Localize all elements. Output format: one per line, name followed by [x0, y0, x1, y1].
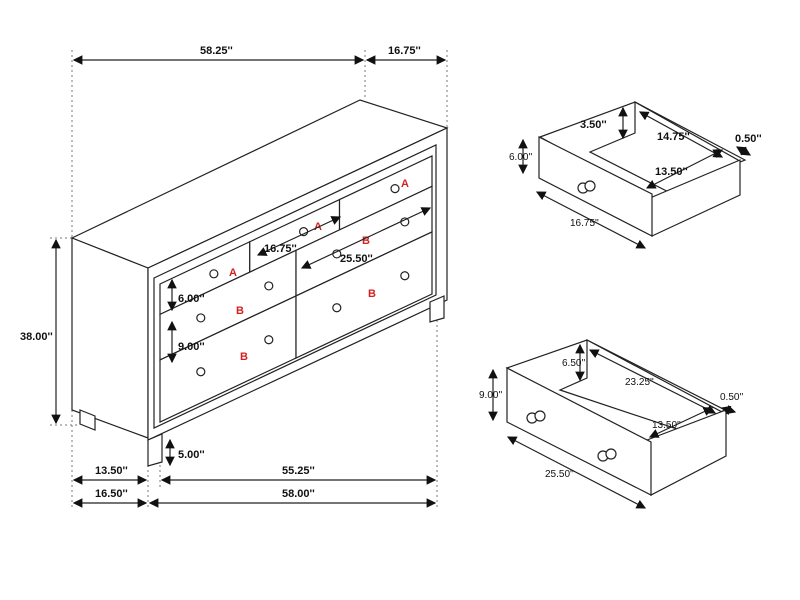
dim-side-inner: 13.50'' [95, 465, 128, 477]
drawer-label: A [229, 267, 237, 279]
drawer-b-front-height: 9.00'' [479, 390, 502, 401]
knob-icon [584, 180, 596, 192]
dim-front-inner: 55.25'' [282, 465, 315, 477]
dim-leg-height: 5.00'' [178, 449, 205, 461]
drawer-a-inner-width: 13.50'' [655, 166, 688, 178]
drawer-label: A [401, 178, 409, 190]
drawer-a-inner-depth: 14.75'' [657, 131, 690, 143]
dim-overall-depth: 16.75'' [388, 45, 421, 57]
leg-front-right [429, 295, 445, 323]
dim-large-drawer-height: 9.00'' [178, 341, 205, 353]
dim-small-drawer-height: 6.00'' [178, 293, 205, 305]
drawer-a-front-width: 16.75'' [570, 218, 599, 229]
leg-front-left [147, 433, 163, 467]
knob-icon [264, 281, 274, 291]
drawer-a-thickness: 0.50'' [735, 133, 762, 145]
drawer-b-detail: 9.00'' 6.50'' 23.25'' 13.50'' 0.50'' 25.… [479, 339, 743, 509]
knob-icon [332, 303, 342, 313]
knob-icon [400, 271, 410, 281]
knob-icon [390, 183, 400, 194]
dresser-body [70, 99, 449, 467]
dim-side-outer: 16.50'' [95, 488, 128, 500]
leg-left-back [79, 409, 96, 431]
knob-icon [196, 313, 206, 323]
dim-small-drawer-width: 16.75'' [264, 243, 297, 255]
dim-overall-height: 38.00'' [20, 331, 53, 343]
drawer-b-front-width: 25.50'' [545, 469, 574, 480]
knob-icon [264, 335, 274, 345]
drawer-a-detail: 6.00'' 3.50'' 14.75'' 13.50'' 0.50'' 16.… [509, 100, 762, 249]
knob-icon [209, 269, 219, 279]
drawer-b-inner-height: 6.50'' [562, 358, 585, 369]
dresser-side [71, 237, 149, 439]
dim-front-outer: 58.00'' [282, 488, 315, 500]
drawer-b-thickness: 0.50'' [720, 392, 743, 403]
drawer-label: B [240, 351, 248, 363]
knob-icon [196, 367, 206, 377]
dim-overall-width: 58.25'' [200, 45, 233, 57]
drawer-label: B [236, 305, 244, 317]
knob-icon [605, 448, 617, 460]
knob-icon [534, 410, 546, 422]
dim-large-drawer-width: 25.50'' [340, 253, 373, 265]
main-dimensions: 58.25'' 16.75'' 38.00'' 5.00'' 13.50'' 1… [20, 45, 447, 508]
drawer-a-inner-height: 3.50'' [580, 119, 607, 131]
drawer-label: B [368, 288, 376, 300]
drawer-a-front-height: 6.00'' [509, 152, 532, 163]
drawer-b-inner-depth: 23.25'' [625, 377, 654, 388]
drawer-b-inner-width: 13.50'' [652, 420, 681, 431]
